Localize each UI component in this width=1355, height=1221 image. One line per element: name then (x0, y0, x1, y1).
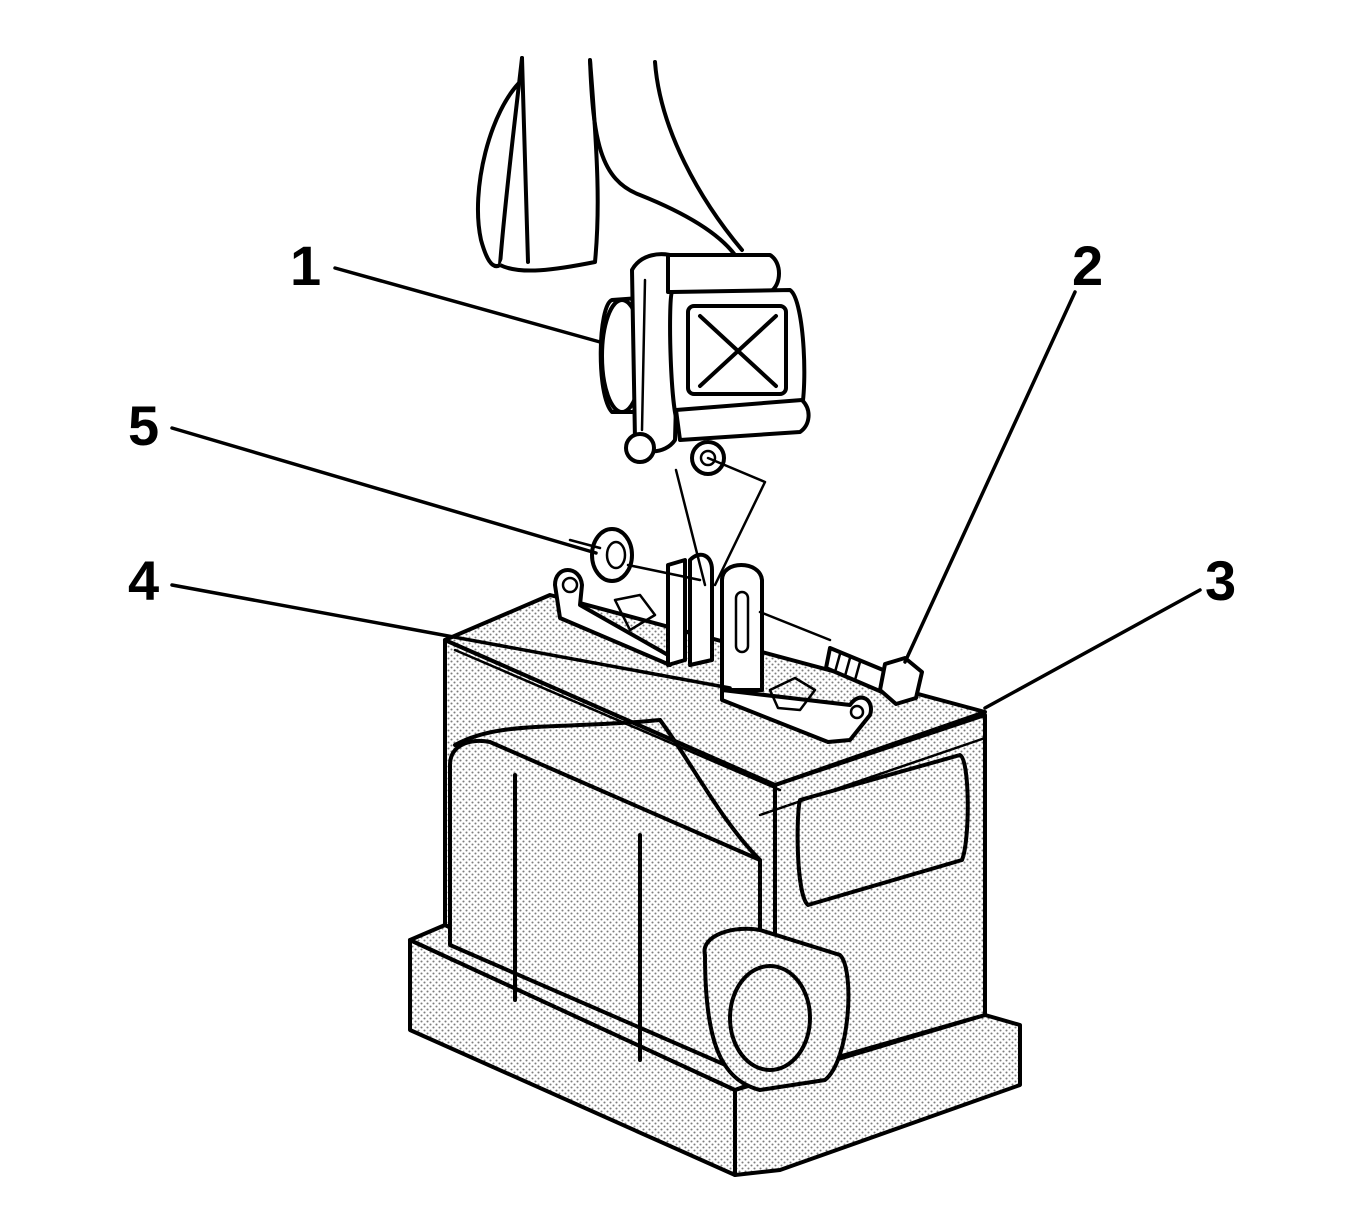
callout-5: 5 (128, 394, 159, 457)
leader-1 (333, 266, 602, 344)
seat-belt-webbing (476, 56, 744, 273)
console-housing (408, 593, 1022, 1177)
callout-4: 4 (128, 549, 159, 612)
leader-5 (170, 426, 598, 555)
belt-guide (598, 252, 811, 476)
nut (590, 527, 634, 583)
callout-2: 2 (1072, 234, 1103, 297)
leader-2 (903, 290, 1077, 664)
bracket-right (720, 563, 873, 744)
leader-4 (170, 583, 732, 690)
callout-1: 1 (290, 234, 321, 297)
leader-3 (983, 588, 1202, 710)
callout-3: 3 (1205, 549, 1236, 612)
alignment-lines (568, 456, 832, 642)
bolt (824, 646, 924, 706)
bracket-left (553, 552, 714, 667)
